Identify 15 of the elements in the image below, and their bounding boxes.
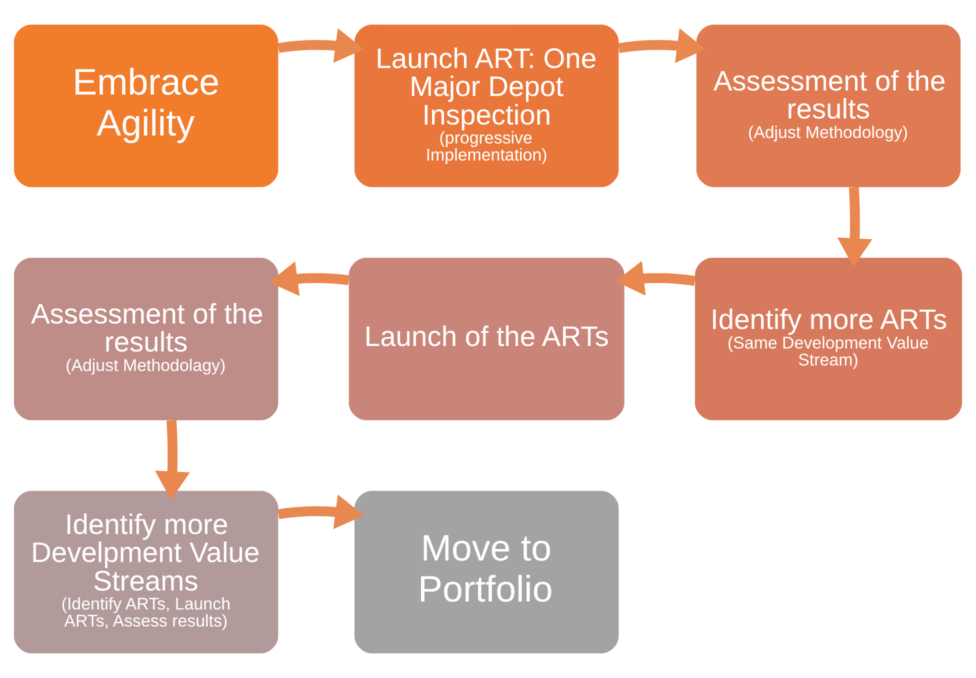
arrow — [154, 420, 190, 500]
node-box: Launch ART: One Major Depot Inspection (progressive Implementation) — [354, 24, 619, 188]
arrow — [278, 494, 364, 530]
arrow — [269, 261, 350, 296]
node-box: Embrace Agility — [14, 24, 278, 188]
arrow — [615, 260, 696, 296]
arrow — [618, 28, 706, 63]
node-box: Launch of the ARTs — [348, 258, 624, 420]
node-box: Assessment of the results (Adjust Methodology) — [696, 24, 961, 188]
arrow — [278, 28, 364, 63]
node-box: Move to Portfolio — [354, 490, 619, 654]
arrow — [837, 186, 872, 267]
node-box: Identify more Develpment Value Streams (Identify ARTs, Launch ARTs, Assess results) — [14, 490, 278, 654]
node-box: Assessment of the results (Adjust Methodolagy) — [14, 258, 278, 420]
node-box: Identify more ARTs (Same Development Value Stream) — [694, 258, 962, 420]
